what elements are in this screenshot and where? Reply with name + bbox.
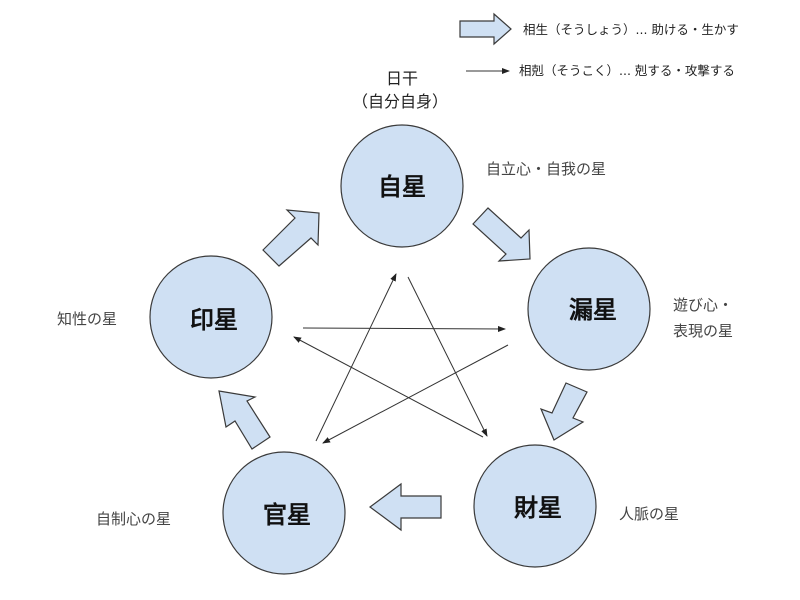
generating-arrow-kan-to-in: [218, 390, 271, 450]
star-desc-ro-2: 表現の星: [673, 322, 733, 340]
star-desc-zai: 人脈の星: [619, 505, 679, 523]
legend-generating: 相生（そうしょう）... 助ける・生かす: [459, 12, 739, 46]
star-desc-ji: 自立心・自我の星: [486, 160, 606, 178]
star-circle-ro: [527, 247, 651, 371]
star-label-in: 印星: [190, 306, 238, 334]
legend-generating-label: 相生（そうしょう）... 助ける・生かす: [523, 22, 739, 37]
legend-controlling: 相剋（そうこく）... 剋する・攻撃する: [466, 63, 735, 78]
star-kan: 官星 自制心の星: [96, 451, 346, 575]
controlling-arrows: [293, 273, 509, 444]
generating-arrow-ji-to-ro: [472, 207, 531, 262]
controlling-arrow-ji-to-zai: [407, 276, 488, 437]
day-stem-line1: 日干: [386, 69, 418, 88]
generating-arrow-in-to-ji: [262, 209, 320, 267]
star-desc-ro-1: 遊び心・: [673, 296, 733, 314]
star-label-zai: 財星: [514, 494, 562, 522]
controlling-arrow-in-to-ro: [302, 325, 506, 332]
star-ji: 自星 自立心・自我の星: [340, 124, 606, 248]
day-stem-line2: （自分自身）: [352, 92, 448, 111]
star-circle-ji: [340, 124, 464, 248]
star-circle-zai: [473, 444, 597, 568]
star-circle-in: [149, 255, 273, 379]
controlling-arrow-zai-to-in: [293, 336, 484, 438]
star-zai: 財星 人脈の星: [473, 444, 679, 568]
star-label-ji: 自星: [378, 173, 426, 201]
controlling-arrow-kan-to-ji: [315, 273, 397, 442]
star-circle-kan: [222, 451, 346, 575]
block-arrow-icon: [459, 12, 512, 46]
day-stem-title: 日干 （自分自身）: [352, 69, 448, 111]
star-label-ro: 漏星: [569, 296, 617, 324]
star-desc-in: 知性の星: [57, 310, 117, 328]
controlling-arrow-ro-to-kan: [322, 344, 509, 444]
star-desc-kan: 自制心の星: [96, 510, 171, 528]
legend-controlling-label: 相剋（そうこく）... 剋する・攻撃する: [519, 63, 735, 78]
generating-arrow-ro-to-zai: [539, 382, 588, 441]
star-label-kan: 官星: [263, 501, 311, 529]
star-in: 印星 知性の星: [57, 255, 273, 379]
legend: 相生（そうしょう）... 助ける・生かす 相剋（そうこく）... 剋する・攻撃す…: [459, 12, 739, 78]
star-ro: 漏星 遊び心・ 表現の星: [527, 247, 733, 371]
generating-arrow-zai-to-kan: [368, 482, 442, 532]
generating-arrows: [218, 207, 588, 532]
